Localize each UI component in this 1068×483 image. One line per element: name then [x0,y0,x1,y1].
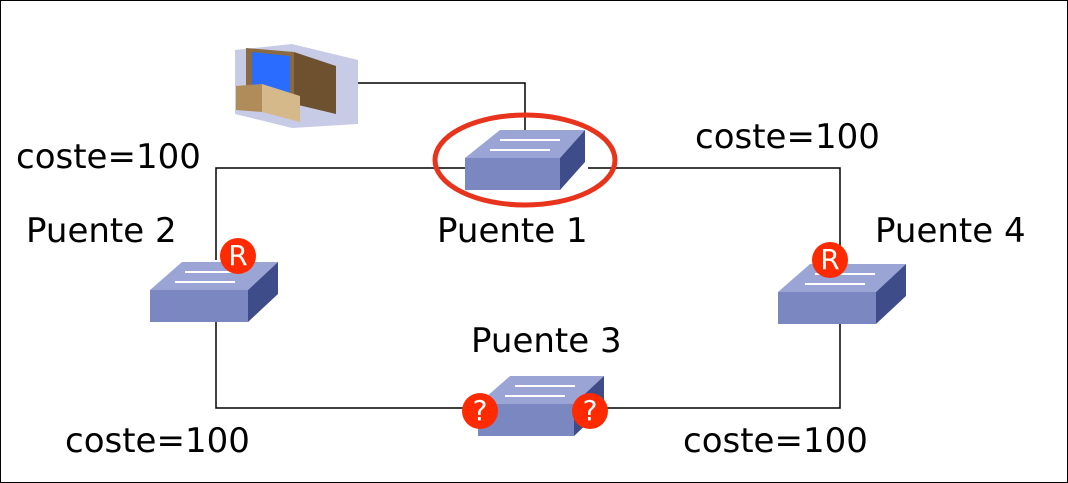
link-bridge2-bridge3 [215,320,478,409]
cost-label-bottom-right: coste=100 [683,421,868,461]
bridge-label-4: Puente 4 [875,211,1026,251]
cost-label-bottom-left: coste=100 [65,421,250,461]
computer-icon [235,44,358,128]
unknown-port-badge-left: ? [462,393,498,429]
cost-label-top-right: coste=100 [695,117,880,157]
root-port-badge-bridge4: R [812,242,848,278]
switch-icon-bridge2 [150,262,278,322]
link-pc-bridge1 [355,82,526,140]
highlight-ring [432,112,618,208]
link-bridge1-bridge4 [588,167,841,262]
link-bridge4-bridge3 [600,322,841,409]
bridge-label-3: Puente 3 [471,321,622,361]
bridge-label-2: Puente 2 [26,211,177,251]
cost-label-top-left: coste=100 [16,137,201,177]
switch-icon-bridge4 [778,264,906,324]
bridge-label-1: Puente 1 [437,211,588,251]
switch-icon-bridge1 [465,130,585,190]
root-port-badge-bridge2: R [220,238,256,274]
unknown-port-badge-right: ? [572,393,608,429]
link-bridge1-bridge2 [215,167,465,260]
